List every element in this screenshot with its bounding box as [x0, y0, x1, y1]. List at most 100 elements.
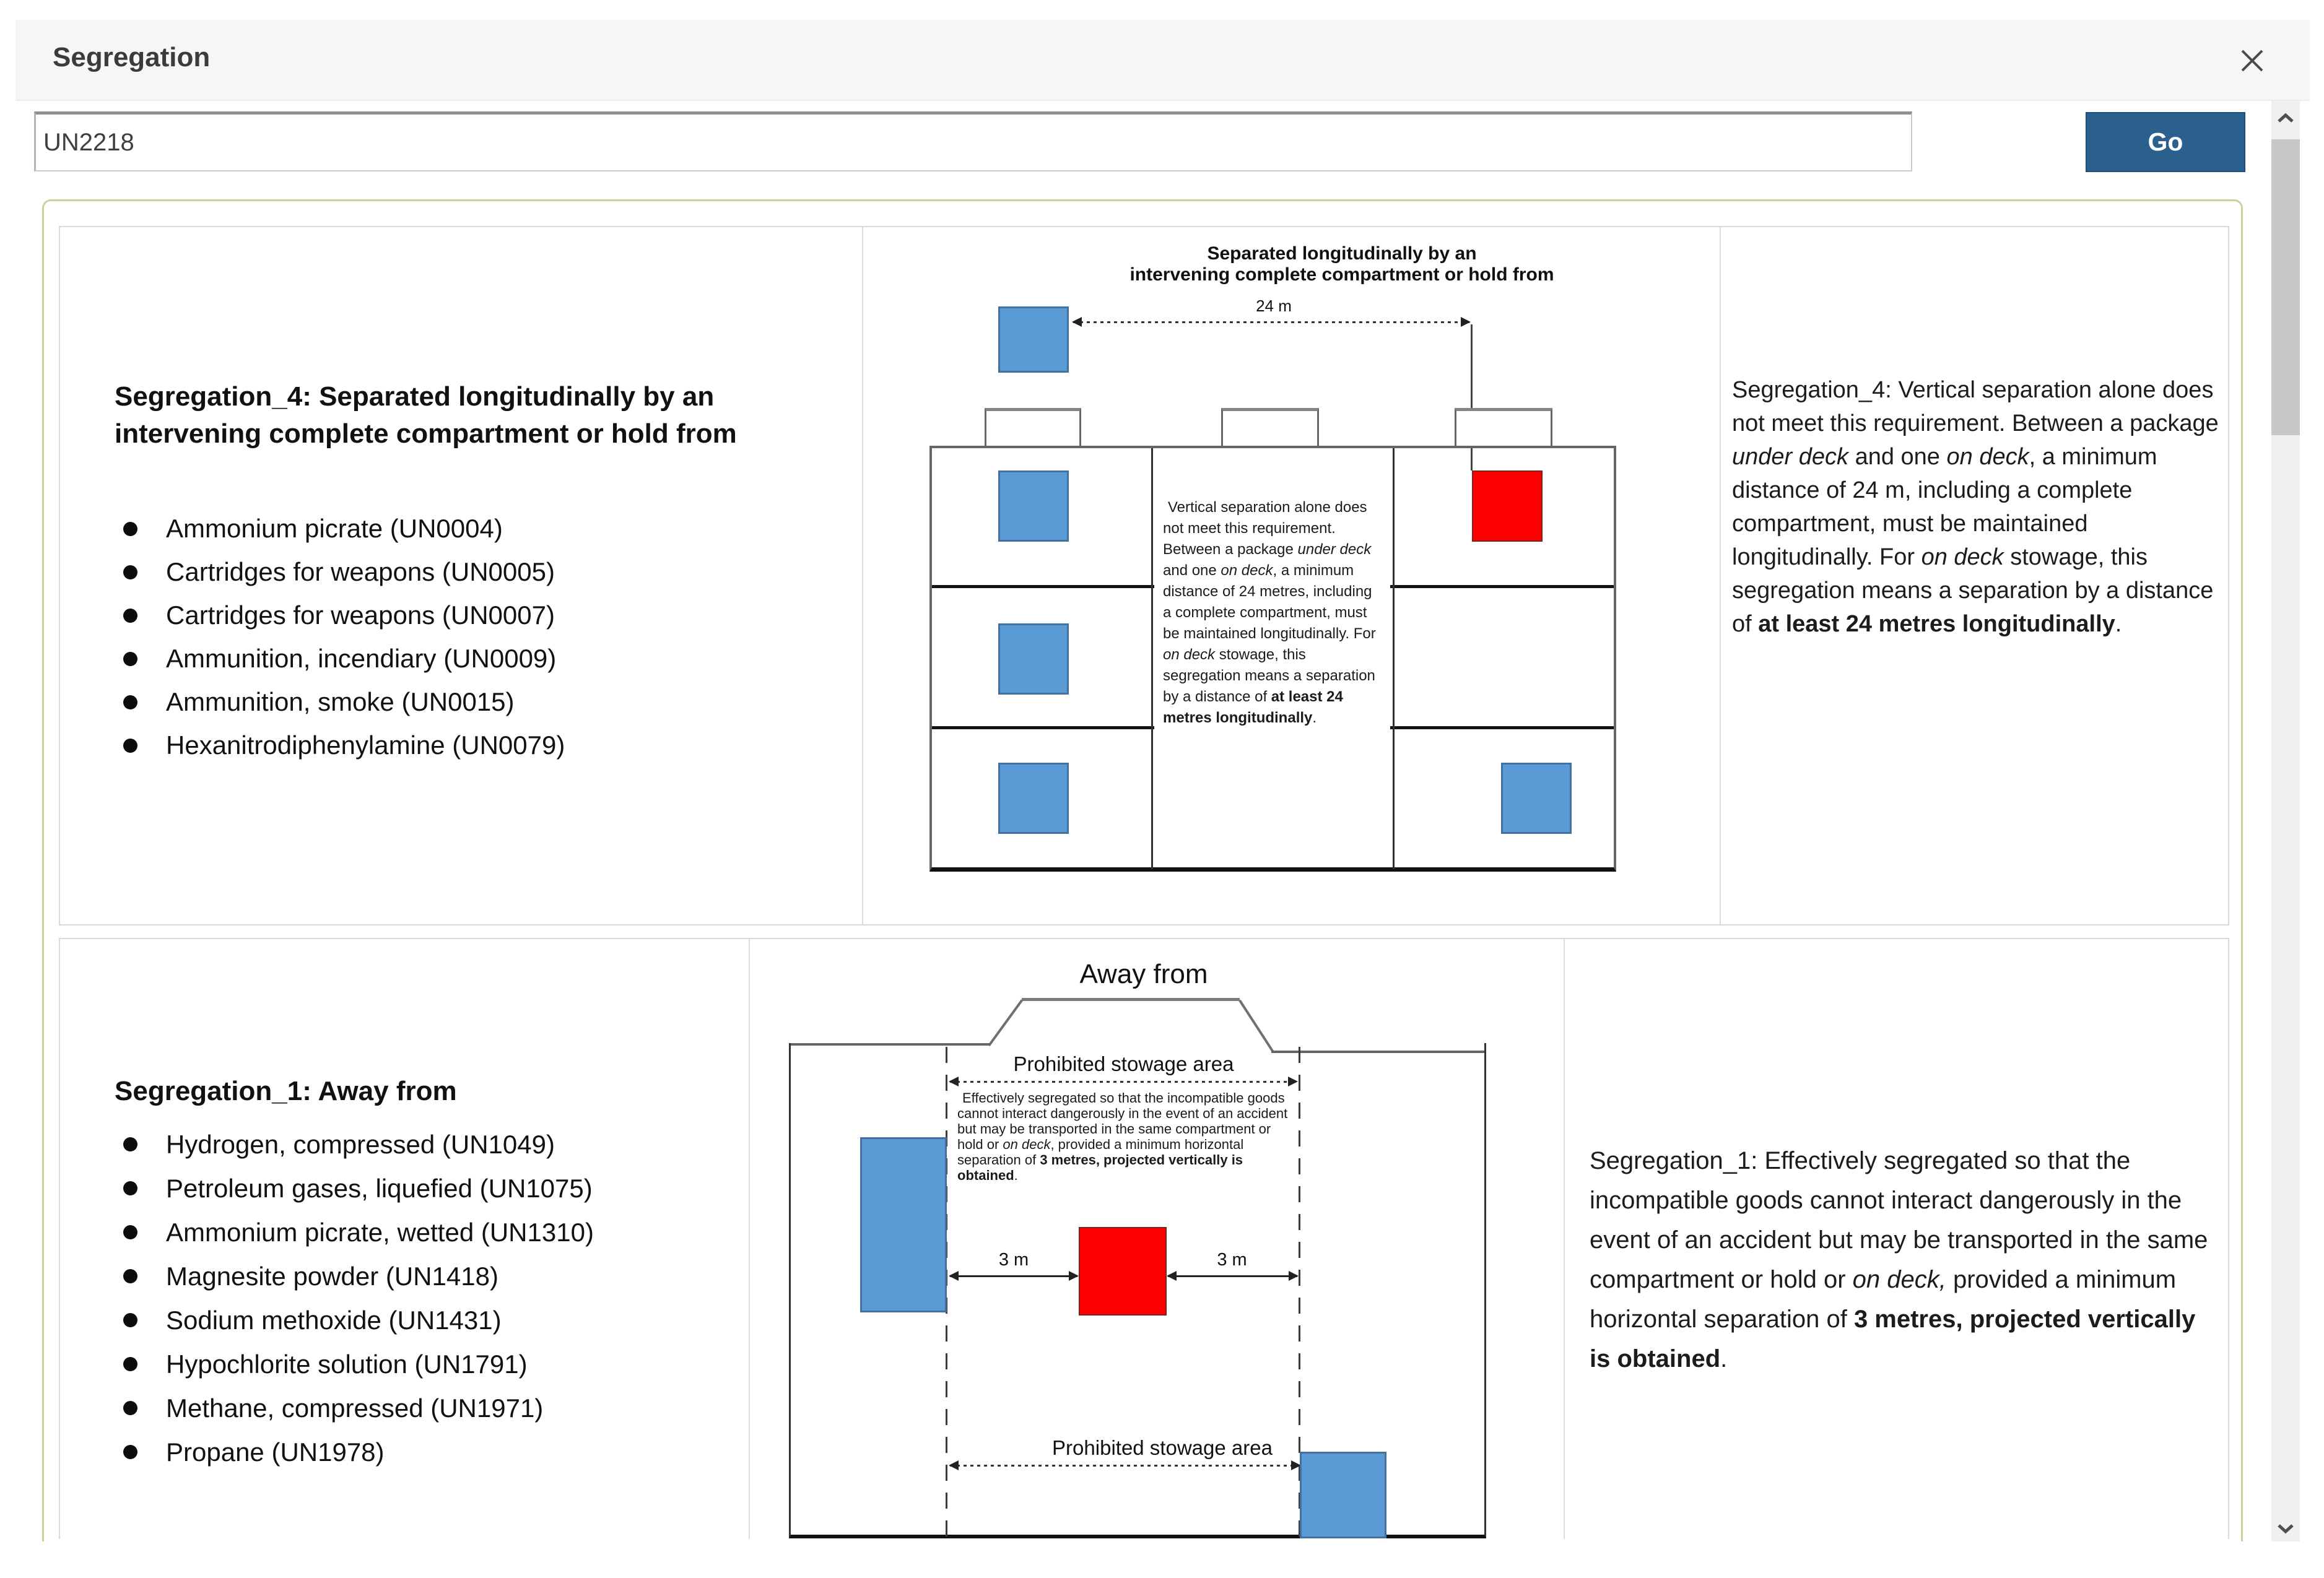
prohibited-zone-boundary-right — [1299, 1047, 1300, 1538]
ship-hull-outline — [789, 1043, 1486, 1538]
text-segment: on deck — [1003, 1137, 1051, 1152]
hatch-trunk — [1221, 408, 1319, 448]
diagram-title-line1: Separated longitudinally by an — [1207, 243, 1477, 264]
prohibited-area-label-top: Prohibited stowage area — [1013, 1052, 1234, 1075]
hatch-trunk — [985, 408, 1081, 448]
text-segment: . — [1312, 709, 1317, 726]
deck-line-right — [1271, 1051, 1486, 1053]
list-item: Hexanitrodiphenylamine (UN0079) — [115, 724, 833, 767]
list-item: Cartridges for weapons (UN0005) — [115, 550, 833, 594]
cargo-package-red — [1079, 1227, 1167, 1316]
list-item: Cartridges for weapons (UN0007) — [115, 594, 833, 637]
substance-list: Ammonium picrate (UN0004)Cartridges for … — [115, 507, 833, 767]
scroll-up-button[interactable] — [2271, 102, 2300, 134]
close-button[interactable] — [2224, 34, 2280, 87]
section-heading: Segregation_4: Separated longitudinally … — [115, 381, 737, 449]
diagram-title: Separated longitudinally by an interveni… — [884, 243, 1800, 285]
distance-24m-arrow — [1072, 317, 1471, 327]
text-segment: Vertical separation alone does not meet … — [1163, 499, 1367, 558]
text-segment: Effectively segregated so that the incom… — [957, 1090, 1288, 1152]
text-segment: at least 24 metres longitudinally — [1163, 688, 1343, 726]
distance-24m-label: 24 m — [1256, 297, 1292, 315]
hatch-top-line — [1022, 998, 1240, 1001]
under-deck-package-blue — [1501, 763, 1572, 834]
compartment-divider — [1393, 448, 1395, 869]
diagram-title-line2: intervening complete compartment or hold… — [1129, 264, 1554, 285]
section-heading: Segregation_1: Away from — [115, 1076, 457, 1106]
distance-3m-label-right: 3 m — [1217, 1250, 1247, 1270]
search-input[interactable] — [34, 111, 1912, 171]
text-segment: 3 metres, projected vertically is obtain… — [957, 1152, 1243, 1183]
chevron-up-icon — [2278, 113, 2294, 123]
text-segment: . — [2115, 611, 2122, 637]
go-button[interactable]: Go — [2086, 112, 2245, 172]
list-item: Hydrogen, compressed (UN1049) — [115, 1122, 746, 1166]
list-item: Hypochlorite solution (UN1791) — [115, 1342, 746, 1386]
prohibited-area-label-bottom: Prohibited stowage area — [1052, 1436, 1273, 1459]
list-item: Methane, compressed (UN1971) — [115, 1386, 746, 1430]
explanation-text: Segregation_1: Effectively segregated so… — [1590, 1141, 2218, 1379]
diagram-note: Effectively segregated so that the incom… — [957, 1090, 1292, 1183]
substance-list: Hydrogen, compressed (UN1049)Petroleum g… — [115, 1122, 746, 1474]
cargo-package-blue-right — [1300, 1452, 1386, 1538]
list-item: Ammonium picrate, wetted (UN1310) — [115, 1210, 746, 1254]
text-segment: on deck — [1221, 562, 1273, 579]
explanation-text: Segregation_4: Vertical separation alone… — [1732, 373, 2227, 641]
under-deck-package-blue — [998, 623, 1069, 695]
ship-hull-outline — [929, 446, 1616, 872]
on-deck-package-blue — [998, 306, 1069, 373]
text-segment: 3 metres, projected vertically is obtain… — [1590, 1306, 2196, 1372]
text-segment: and one — [1163, 562, 1221, 579]
text-segment: on deck — [1163, 646, 1216, 663]
text-segment: on deck, — [1852, 1266, 1946, 1293]
hatch-slope-left — [988, 999, 1024, 1047]
text-segment: Segregation_1: Effectively segregated so… — [1590, 1147, 2208, 1293]
text-segment: and one — [1848, 444, 1947, 470]
text-segment: at least 24 metres longitudinally — [1758, 611, 2115, 637]
text-segment: , a minimum distance of 24 m, including … — [1732, 444, 2157, 570]
list-item: Ammunition, incendiary (UN0009) — [115, 637, 833, 680]
text-segment: provided a minimum horizontal separation… — [1590, 1266, 2177, 1333]
deck-line-left — [789, 1043, 990, 1046]
compartment-divider — [1151, 448, 1153, 869]
text-segment: stowage, this segregation means a separa… — [1732, 544, 2214, 637]
cell-divider — [1720, 227, 1721, 924]
section-segregation-1: Segregation_1: Away from Hydrogen, compr… — [59, 938, 2229, 1539]
list-item: Petroleum gases, liquefied (UN1075) — [115, 1166, 746, 1210]
list-item: Propane (UN1978) — [115, 1430, 746, 1474]
under-deck-package-blue — [998, 470, 1069, 542]
dialog-title: Segregation — [53, 42, 211, 72]
prohibited-area-arrow-bottom — [949, 1460, 1301, 1470]
chevron-down-icon — [2278, 1524, 2294, 1534]
close-icon — [2241, 50, 2263, 72]
cell-divider — [1564, 939, 1565, 1539]
text-segment: . — [1014, 1168, 1018, 1183]
distance-3m-arrow-left — [949, 1271, 1079, 1281]
cargo-package-blue-left — [860, 1137, 947, 1312]
text-segment: , provided a minimum horizontal separati… — [957, 1137, 1244, 1168]
hatch-trunk — [1455, 408, 1552, 448]
under-deck-package-blue — [998, 763, 1069, 834]
diagram-note: Vertical separation alone does not meet … — [1154, 487, 1390, 773]
cell-divider — [749, 939, 750, 1539]
text-segment: . — [1720, 1345, 1728, 1372]
text-segment: under deck — [1297, 541, 1372, 558]
prohibited-area-arrow-top — [949, 1077, 1298, 1086]
list-item: Sodium methoxide (UN1431) — [115, 1298, 746, 1342]
text-segment: on deck — [1921, 544, 2004, 570]
section-segregation-4: Segregation_4: Separated longitudinally … — [59, 226, 2229, 926]
text-segment: Segregation_4: Vertical separation alone… — [1732, 377, 2219, 436]
distance-3m-arrow-right — [1167, 1271, 1299, 1281]
scrollbar-thumb[interactable] — [2271, 139, 2300, 435]
text-segment: stowage, this segregation means a separa… — [1163, 646, 1375, 705]
list-item: Magnesite powder (UN1418) — [115, 1254, 746, 1298]
list-item: Ammonium picrate (UN0004) — [115, 507, 833, 550]
text-segment: under deck — [1732, 444, 1849, 470]
reference-vertical-line — [1471, 324, 1473, 470]
scroll-down-button[interactable] — [2271, 1512, 2300, 1545]
under-deck-package-red — [1472, 470, 1543, 542]
diagram-title: Away from — [1079, 959, 1208, 989]
text-segment: , a minimum distance of 24 metres, inclu… — [1163, 562, 1376, 642]
scrollbar[interactable] — [2271, 101, 2300, 1541]
list-item: Ammunition, smoke (UN0015) — [115, 680, 833, 724]
